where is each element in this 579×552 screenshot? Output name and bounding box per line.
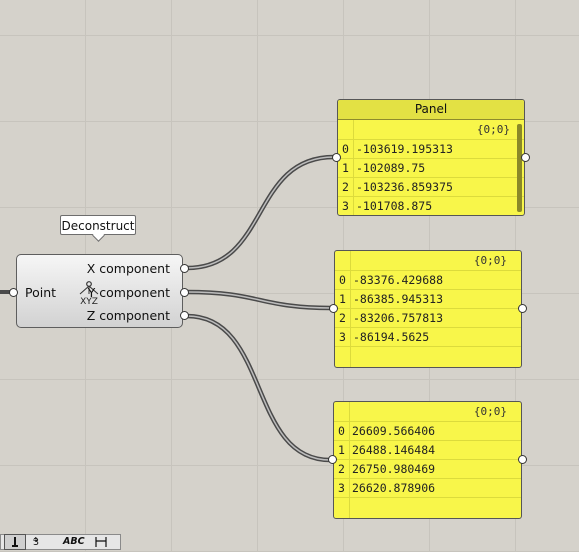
- panel-path-label: {0;0}: [473, 254, 507, 267]
- panel-row: 1-86385.945313: [335, 289, 521, 308]
- panel-row: [335, 346, 521, 367]
- panel-x-values[interactable]: Panel {0;0} 0-103619.195313 1-102089.75 …: [337, 99, 525, 216]
- panel-row: 0-83376.429688: [335, 270, 521, 289]
- output-label-x: X component: [86, 261, 170, 276]
- toolbar-text-icon[interactable]: ABC: [63, 536, 85, 547]
- panel-path-label: {0;0}: [473, 405, 507, 418]
- output-label-z: Z component: [86, 308, 170, 323]
- panel-input-port[interactable]: [328, 455, 337, 464]
- input-port-point[interactable]: [9, 288, 18, 297]
- panel-output-port[interactable]: [521, 153, 530, 162]
- panel-row: 3-86194.5625: [335, 327, 521, 346]
- input-label-point: Point: [25, 285, 57, 300]
- panel-input-port[interactable]: [329, 304, 338, 313]
- panel-row: 0-103619.195313: [338, 139, 524, 158]
- panel-row: 2-83206.757813: [335, 308, 521, 327]
- panel-output-port[interactable]: [518, 455, 527, 464]
- panel-index-divider: [350, 251, 351, 367]
- panel-row: 2-103236.859375: [338, 177, 524, 196]
- panel-y-values[interactable]: {0;0} 0-83376.429688 1-86385.945313 2-83…: [334, 250, 522, 368]
- panel-index-divider: [353, 120, 354, 215]
- output-port-y[interactable]: [180, 288, 189, 297]
- panel-title: Panel: [338, 100, 524, 120]
- panel-index-divider: [349, 402, 350, 518]
- svg-text:XYZ: XYZ: [80, 297, 98, 307]
- panel-output-port[interactable]: [518, 304, 527, 313]
- panel-scrollbar[interactable]: [517, 124, 522, 212]
- deconstruct-point-xyz-icon: XYZ: [79, 281, 99, 307]
- panel-row: [334, 497, 521, 518]
- panel-input-port[interactable]: [332, 153, 341, 162]
- panel-row: 3-101708.875: [338, 196, 524, 215]
- deconstruct-point-component[interactable]: Point XYZ X component Y component Z comp…: [16, 254, 183, 328]
- deconstruct-tooltip: Deconstruct: [60, 215, 136, 235]
- output-port-x[interactable]: [180, 264, 189, 273]
- pin-icon: [12, 537, 18, 547]
- panel-path-label: {0;0}: [476, 123, 510, 136]
- toolbar-dimension-icon[interactable]: [93, 536, 109, 551]
- output-label-y: Y component: [87, 285, 170, 300]
- panel-row: 1-102089.75: [338, 158, 524, 177]
- output-port-z[interactable]: [180, 311, 189, 320]
